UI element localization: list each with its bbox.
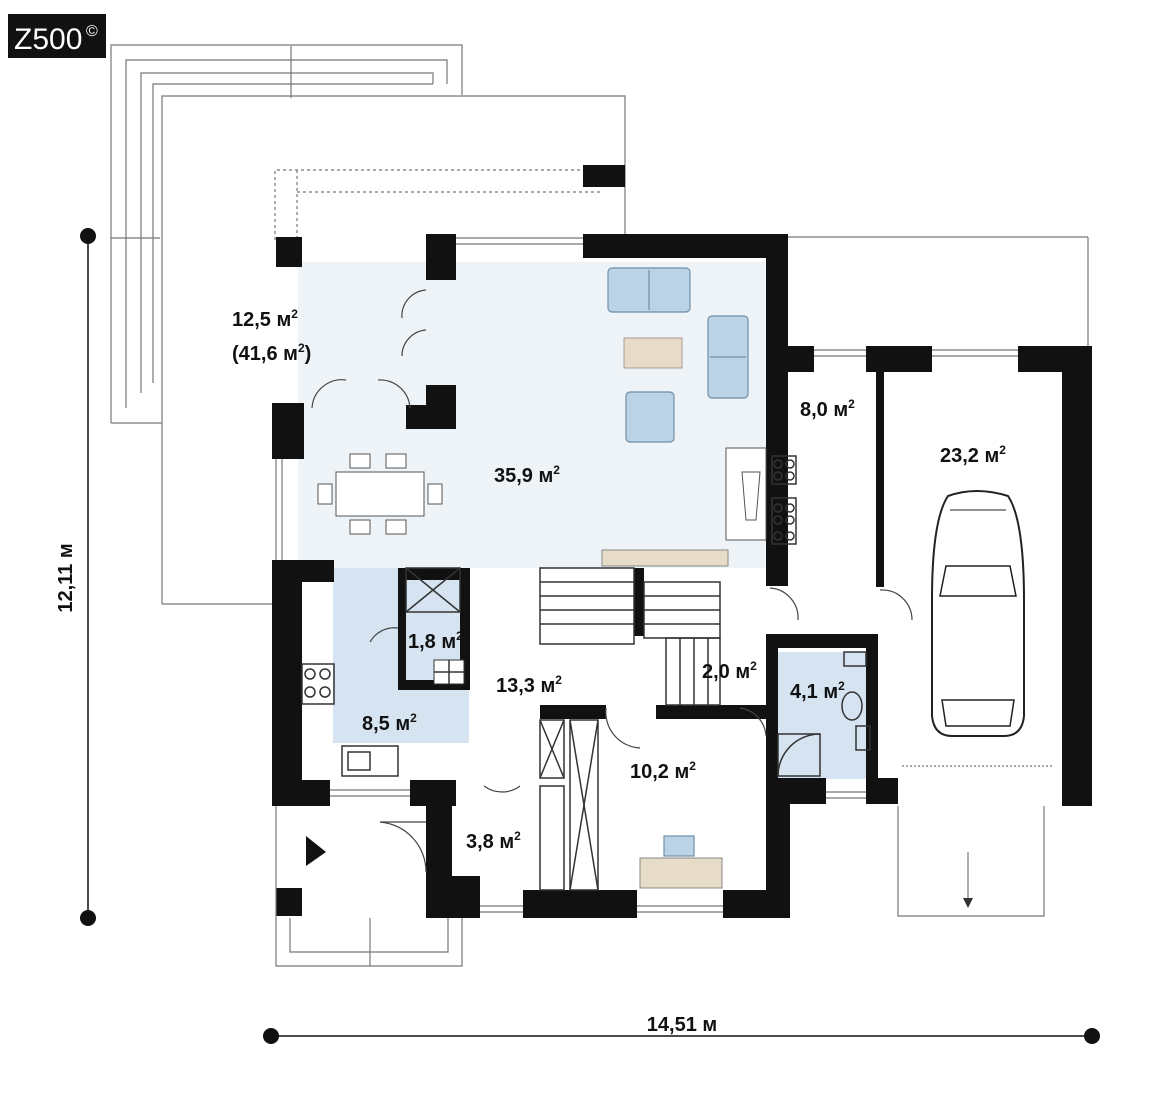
toilet-icon <box>841 691 863 721</box>
bathroom-fixtures <box>777 651 871 777</box>
driveway-arrow-icon <box>963 898 973 908</box>
dimension-lines <box>80 228 1100 1044</box>
armchair-icon <box>625 391 675 443</box>
driveway <box>897 765 1052 917</box>
height-dimension-label: 12,11 м <box>55 543 77 612</box>
logo-text: Z500 <box>14 23 82 56</box>
entrance-porch <box>275 806 463 967</box>
office-chair-icon <box>663 835 695 857</box>
kitchen-fixtures <box>301 567 465 777</box>
tv-cabinet-icon <box>601 549 729 567</box>
dining-table-icon <box>335 471 425 517</box>
copyright-mark: © <box>86 23 98 40</box>
doors <box>311 289 913 793</box>
z500-logo: Z500 © <box>8 14 106 58</box>
office-furniture <box>639 835 723 889</box>
desk-icon <box>639 857 723 889</box>
room-area-bathroom: 4,1 м2 <box>790 679 845 703</box>
floor-tint <box>298 262 874 779</box>
pantry-shelf-icon <box>405 567 461 613</box>
walls <box>272 165 1092 918</box>
washbasin-icon <box>855 725 871 751</box>
dining-set <box>317 453 443 535</box>
cooktop-icon <box>301 663 335 705</box>
coffee-table-icon <box>623 337 683 369</box>
windows <box>275 237 1018 913</box>
room-area-boiler: 8,0 м2 <box>800 397 855 421</box>
wardrobes <box>539 719 599 891</box>
boiler-fixtures <box>771 455 797 545</box>
room-area-pantry: 1,8 м2 <box>408 629 463 653</box>
car-icon <box>931 490 1025 737</box>
entrance-arrow-icon <box>306 836 326 866</box>
room-area-living: 35,9 м2 <box>494 463 560 487</box>
room-area-terrace-total: (41,6 м2) <box>232 341 311 365</box>
room-area-office: 10,2 м2 <box>630 759 696 783</box>
width-dimension-label: 14,51 м <box>647 1014 717 1036</box>
room-area-kitchen: 8,5 м2 <box>362 711 417 735</box>
fireplace-icon <box>725 447 767 541</box>
kitchen-sink-icon <box>341 745 399 777</box>
room-area-hall: 13,3 м2 <box>496 673 562 697</box>
room-area-terrace: 12,5 м2 <box>232 307 298 331</box>
room-area-corridor: 2,0 м2 <box>702 659 757 683</box>
room-area-garage: 23,2 м2 <box>940 443 1006 467</box>
room-area-vestibule: 3,8 м2 <box>466 829 521 853</box>
staircase <box>539 567 721 706</box>
terrace-outline <box>110 44 1089 605</box>
living-furniture <box>601 267 767 567</box>
